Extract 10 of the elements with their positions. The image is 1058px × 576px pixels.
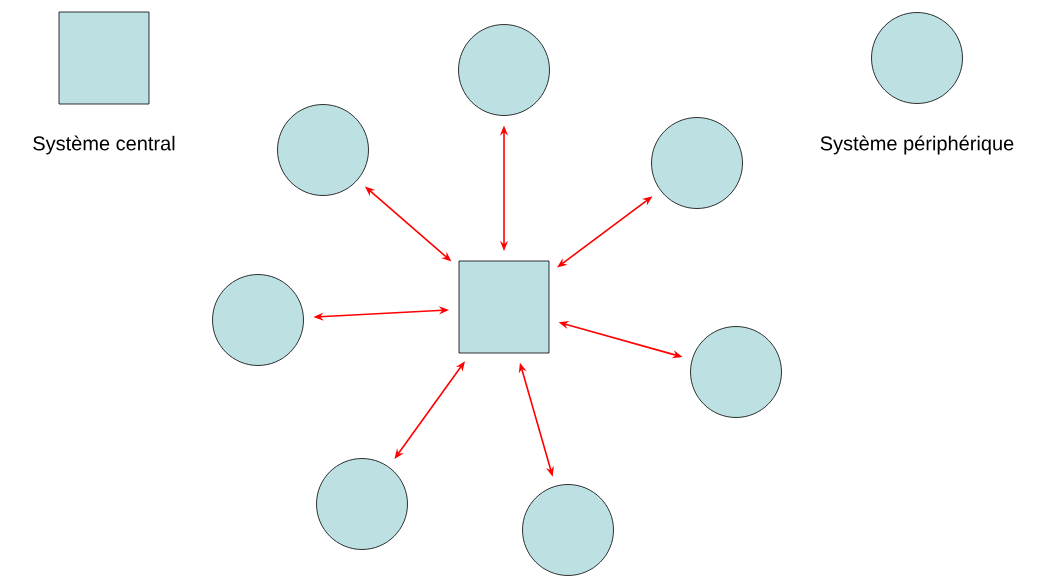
central-system-box bbox=[458, 260, 550, 354]
legend-entry: Système périphérique bbox=[820, 12, 1014, 155]
peripheral-system-circle bbox=[277, 104, 369, 196]
peripheral-system-circle bbox=[212, 274, 304, 366]
peripheral-system-circle bbox=[690, 326, 782, 418]
peripheral-system-circle bbox=[651, 117, 743, 209]
peripheral-system-circle bbox=[522, 484, 614, 576]
peripheral-system-circle bbox=[458, 24, 550, 116]
legend-entry: Système central bbox=[33, 11, 175, 155]
peripheral-system-circle bbox=[316, 458, 408, 550]
